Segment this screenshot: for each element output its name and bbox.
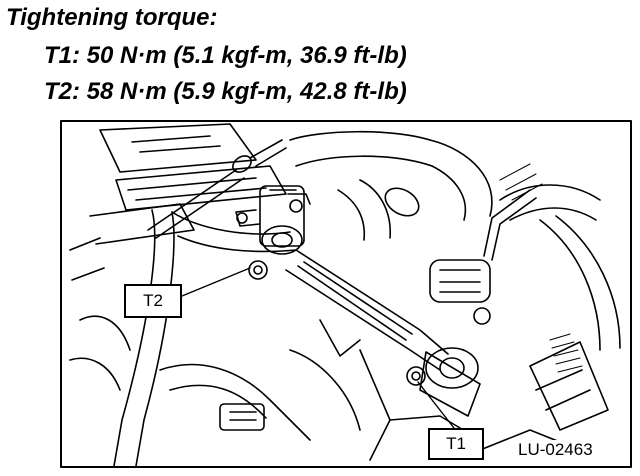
figure-frame xyxy=(60,120,632,468)
stabilizer-bar xyxy=(113,209,297,467)
bracket-bolt-top xyxy=(287,193,311,213)
leader-lines xyxy=(181,267,455,429)
figure-code: LU-02463 xyxy=(516,440,595,460)
hose-upper xyxy=(289,130,493,241)
t1-bolt xyxy=(406,366,426,386)
body-panel xyxy=(69,123,287,281)
callout-t2: T2 xyxy=(124,284,182,318)
callout-t1: T1 xyxy=(428,428,484,460)
right-assembly xyxy=(429,184,621,431)
torque-spec-t1: T1: 50 N·m (5.1 kgf-m, 36.9 ft-lb) xyxy=(44,42,407,69)
callout-t1-label: T1 xyxy=(446,434,466,453)
brake-pipe xyxy=(147,139,287,239)
torque-spec-t2: T2: 58 N·m (5.9 kgf-m, 42.8 ft-lb) xyxy=(44,78,407,105)
t2-bolt xyxy=(248,260,268,280)
lower-parts xyxy=(69,315,581,461)
tightening-torque-heading: Tightening torque: xyxy=(6,4,218,31)
lateral-link xyxy=(285,249,481,417)
hatched-region xyxy=(499,163,583,373)
callout-t2-label: T2 xyxy=(143,291,163,310)
bushing-clamp xyxy=(235,185,305,255)
